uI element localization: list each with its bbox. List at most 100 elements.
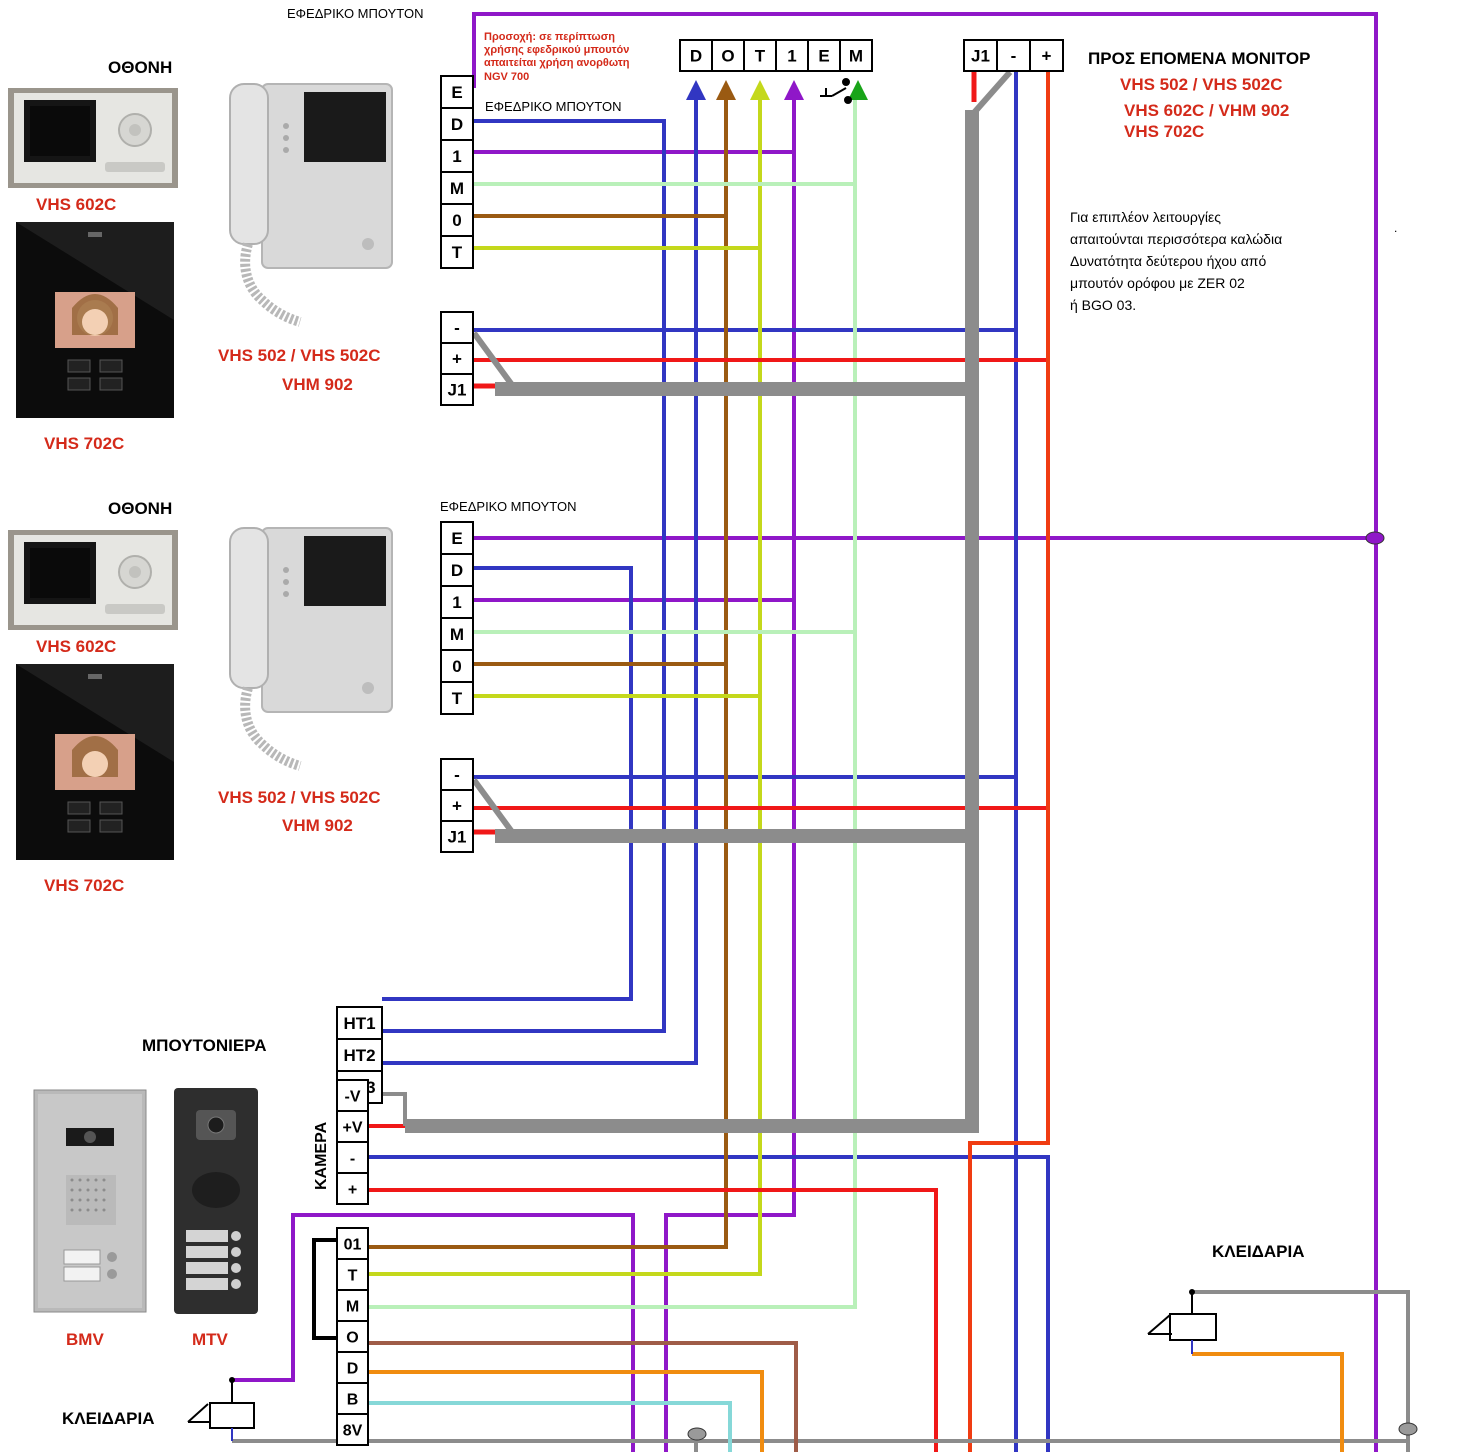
monitor1-screen-label: ΟΘΟΝΗ bbox=[108, 58, 172, 77]
monitor1-terminal-box bbox=[440, 203, 474, 237]
ht-terminal-1: HT2 bbox=[336, 1038, 383, 1072]
ht-terminal-0: HT1 bbox=[336, 1006, 383, 1040]
monitor2-power-terminal-box bbox=[440, 820, 474, 853]
wire-j1-diag-top bbox=[969, 70, 1013, 117]
next-terminal-label: J1 bbox=[971, 47, 990, 66]
wire-d-monitor1 bbox=[382, 119, 666, 1033]
bus-terminal-label: T bbox=[755, 47, 766, 66]
arrow-m bbox=[848, 80, 868, 100]
monitor1-terminal-3: M bbox=[440, 171, 474, 205]
bus-terminal-label: E bbox=[818, 47, 829, 66]
camera-terminal-label: -V bbox=[345, 1088, 361, 1105]
monitor2-terminal-label: T bbox=[452, 689, 463, 708]
monitor2-model-b: VHS 702C bbox=[44, 876, 124, 895]
bus-terminal-box bbox=[679, 39, 713, 72]
next-monitor-terminal-block: J1 - + bbox=[963, 39, 1064, 72]
wire-1-bus bbox=[474, 150, 796, 1190]
monitor-vhs602c-image-2 bbox=[8, 530, 178, 630]
bus-terminal-box bbox=[743, 39, 777, 72]
bus-terminal-box bbox=[807, 39, 841, 72]
audio-terminal-label: M bbox=[346, 1298, 359, 1315]
next-terminal-box bbox=[1029, 39, 1064, 72]
monitor-vhs602c-image-1 bbox=[8, 88, 178, 188]
monitor2-terminal-label: 0 bbox=[452, 657, 461, 676]
wire-right-lock-orange bbox=[1192, 1352, 1344, 1452]
bus-terminal-box bbox=[711, 39, 745, 72]
next-terminal-box bbox=[996, 39, 1031, 72]
info-line-3: Δυνατότητα δεύτερου ήχου από bbox=[1070, 253, 1266, 269]
camera-terminal-label: + bbox=[348, 1181, 357, 1198]
monitor1-terminal-label: E bbox=[451, 83, 462, 102]
next-terminal-label: - bbox=[1011, 47, 1017, 66]
lock-label-left: ΚΛΕΙΔΑΡΙΑ bbox=[62, 1409, 155, 1428]
next-terminal-2: + bbox=[1029, 39, 1064, 72]
camera-label: ΚΑΜΕΡΑ bbox=[313, 1121, 330, 1190]
audio-terminal-box bbox=[336, 1289, 369, 1322]
monitor1-terminal-box bbox=[440, 107, 474, 141]
ht-terminal-box bbox=[336, 1006, 383, 1040]
wire-d-bus bbox=[382, 100, 698, 1065]
monitor2-terminal-box bbox=[440, 553, 474, 587]
next-terminal-1: - bbox=[996, 39, 1031, 72]
lock-label-right: ΚΛΕΙΔΑΡΙΑ bbox=[1212, 1242, 1305, 1261]
wire-bridge bbox=[312, 1238, 336, 1340]
junction-8v-a bbox=[687, 1427, 707, 1441]
door-panel-model-a: BMV bbox=[66, 1330, 104, 1349]
next-terminal-label: + bbox=[1042, 47, 1052, 66]
bus-terminal-4: E bbox=[807, 39, 841, 72]
camera-terminal-0: -V bbox=[336, 1079, 369, 1112]
junction-e bbox=[1365, 531, 1385, 545]
camera-terminal-1: +V bbox=[336, 1110, 369, 1143]
monitor2-terminal-1: D bbox=[440, 553, 474, 587]
door-panel-model-b: MTV bbox=[192, 1330, 229, 1349]
wire-t-bus bbox=[368, 100, 762, 1276]
monitor2-power-terminal-1: + bbox=[440, 789, 474, 822]
monitor2-terminal-box bbox=[440, 681, 474, 715]
monitor2-power-terminal-label: - bbox=[454, 766, 460, 785]
monitor1-spare-button: ΕΦΕΔΡΙΚΟ ΜΠΟΥΤΟΝ bbox=[485, 99, 621, 114]
monitor1-model-a: VHS 602C bbox=[36, 195, 116, 214]
monitor2-handset-line-2: VHM 902 bbox=[282, 816, 353, 835]
next-monitors-line-3: VHS 702C bbox=[1124, 122, 1204, 141]
door-panel-mtv-image bbox=[174, 1088, 258, 1314]
info-line-4: μπουτόν ορόφου με ZER 02 bbox=[1070, 275, 1245, 291]
monitor2-spare-button: ΕΦΕΔΡΙΚΟ ΜΠΟΥΤΟΝ bbox=[440, 499, 576, 514]
next-terminal-box bbox=[963, 39, 998, 72]
wire-0-bus bbox=[368, 100, 728, 1249]
monitor2-terminal-4: 0 bbox=[440, 649, 474, 683]
monitor2-terminal-box bbox=[440, 649, 474, 683]
spare-button-label-top: ΕΦΕΔΡΙΚΟ ΜΠΟΥΤΟΝ bbox=[287, 6, 423, 21]
audio-terminal-label: O bbox=[346, 1329, 358, 1346]
audio-terminal-2: M bbox=[336, 1289, 369, 1322]
camera-terminal-box bbox=[336, 1172, 369, 1205]
audio-terminal-box bbox=[336, 1351, 369, 1384]
audio-terminal-3: O bbox=[336, 1320, 369, 1353]
monitor1-terminal-label: T bbox=[452, 243, 463, 262]
bus-terminal-label: O bbox=[721, 47, 734, 66]
wire-d-orange bbox=[368, 1370, 764, 1452]
handset-monitor-image-1 bbox=[229, 83, 393, 327]
arrow-t bbox=[750, 80, 770, 100]
warning-line-2: χρήσης εφεδρικού μπουτόν bbox=[484, 44, 629, 56]
monitor1-power-terminal-label: J1 bbox=[448, 381, 467, 400]
audio-terminal-label: B bbox=[347, 1391, 359, 1408]
monitor-vhs702c-image-2 bbox=[16, 664, 174, 860]
monitor1-terminal-label: D bbox=[451, 115, 463, 134]
bus-terminal-2: T bbox=[743, 39, 777, 72]
arrow-o bbox=[716, 80, 736, 100]
arrow-d bbox=[686, 80, 706, 100]
junction-8v-b bbox=[1398, 1422, 1418, 1436]
next-terminal-0: J1 bbox=[963, 39, 998, 72]
monitor2-power-terminal-0: - bbox=[440, 758, 474, 791]
monitor1-power-terminals: -+J1 bbox=[440, 311, 474, 406]
audio-terminal-6: 8V bbox=[336, 1413, 369, 1446]
bus-terminal-5: M bbox=[839, 39, 873, 72]
monitor2-power-terminal-label: + bbox=[452, 797, 462, 816]
monitor1-terminal-label: 0 bbox=[452, 211, 461, 230]
bus-terminal-0: D bbox=[679, 39, 713, 72]
bus-terminal-box bbox=[839, 39, 873, 72]
audio-terminal-5: B bbox=[336, 1382, 369, 1415]
camera-terminals: -V+V-+ bbox=[336, 1079, 369, 1205]
